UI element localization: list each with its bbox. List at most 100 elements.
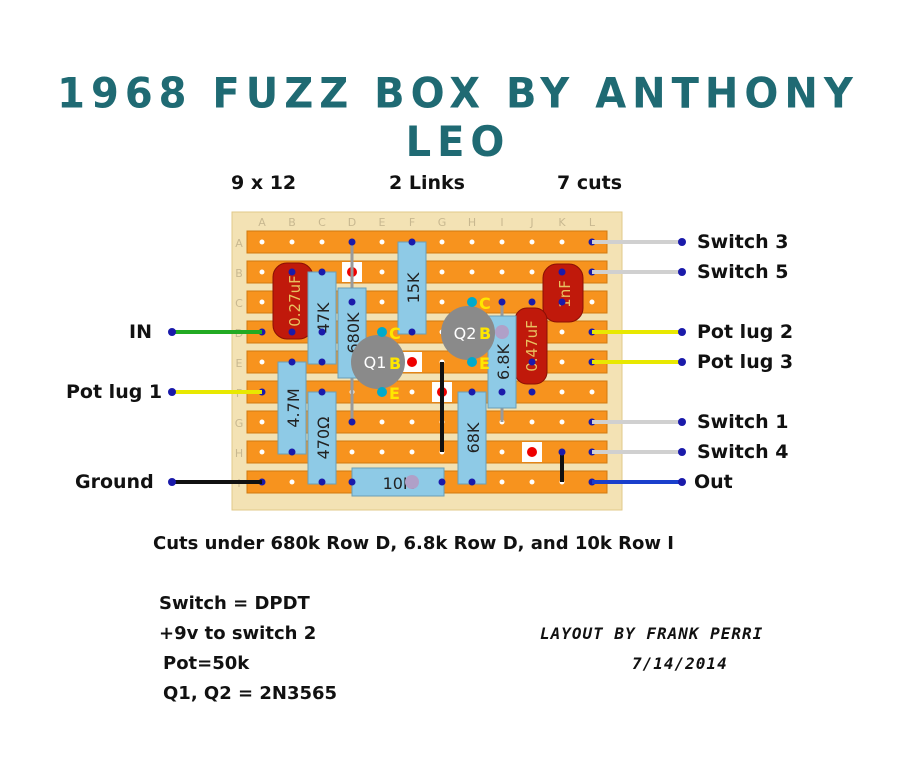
resistor-470ohm-label: 470Ω: [314, 417, 333, 460]
label-out: Out: [694, 471, 733, 493]
capacitor-1nf: [542, 263, 584, 323]
strip-hole: [379, 299, 385, 305]
connection-dot: [498, 298, 506, 306]
layout-credit: LAYOUT BY FRANK PERRI: [540, 624, 764, 643]
connection-dot: [528, 298, 536, 306]
connection-dot: [528, 388, 536, 396]
strip-hole: [529, 269, 535, 275]
row-label: E: [236, 357, 243, 370]
hole-marker: [405, 475, 419, 489]
connection-dot: [558, 298, 566, 306]
strip-hole: [439, 299, 445, 305]
row-label: C: [235, 297, 243, 310]
connection-dot: [468, 388, 476, 396]
strip-hole: [409, 449, 415, 455]
copper-strip: [246, 290, 608, 314]
label-switch-1: Switch 1: [697, 411, 789, 433]
col-label: C: [318, 216, 326, 229]
track-cuts: [342, 262, 542, 462]
connection-dot: [318, 358, 326, 366]
strip-hole: [379, 419, 385, 425]
connection-dot: [318, 328, 326, 336]
strip-hole: [559, 419, 565, 425]
col-label: L: [589, 216, 596, 229]
strip-hole: [559, 389, 565, 395]
connection-dot: [468, 478, 476, 486]
cuts-count-label: 7 cuts: [557, 172, 623, 194]
label-in: IN: [129, 321, 152, 343]
connection-dot: [318, 388, 326, 396]
power-note: +9v to switch 2: [159, 623, 317, 644]
strip-hole: [529, 419, 535, 425]
connection-dot: [288, 268, 296, 276]
connection-dot: [558, 448, 566, 456]
copper-strip: [246, 230, 608, 254]
label-pot-lug-2: Pot lug 2: [697, 321, 794, 343]
strip-hole: [289, 239, 295, 245]
strip-hole: [409, 389, 415, 395]
resistor-4.7m-label: 4.7M: [284, 388, 303, 427]
strip-hole: [259, 269, 265, 275]
col-label: G: [438, 216, 447, 229]
col-label: A: [258, 216, 266, 229]
switch-note: Switch = DPDT: [159, 593, 310, 614]
resistor-10k: [351, 467, 445, 497]
strip-hole: [469, 239, 475, 245]
strip-hole: [259, 239, 265, 245]
strip-hole: [319, 239, 325, 245]
strip-hole: [559, 329, 565, 335]
strip-hole: [379, 269, 385, 275]
strip-hole: [469, 269, 475, 275]
resistor-680k-label: 680K: [344, 312, 363, 354]
strip-hole: [589, 389, 595, 395]
connection-dot: [558, 268, 566, 276]
resistor-6.8k-label: 6.8K: [494, 344, 513, 380]
connection-dot: [348, 418, 356, 426]
connection-dot: [498, 388, 506, 396]
track-cut-marker: [407, 357, 417, 367]
strip-hole: [379, 239, 385, 245]
col-label: I: [500, 216, 503, 229]
col-label: E: [379, 216, 386, 229]
q1-base-pin: B: [389, 354, 401, 373]
cuts-note: Cuts under 680k Row D, 6.8k Row D, and 1…: [153, 533, 674, 554]
strip-hole: [529, 239, 535, 245]
transistor-q2: [441, 306, 495, 360]
col-label: K: [558, 216, 566, 229]
q2-base-pin: B: [479, 324, 491, 343]
q2-collector-pin: C: [479, 294, 491, 313]
col-label: J: [529, 216, 533, 229]
capacitor-0.27uf-label: 0.27uF: [286, 275, 304, 327]
q1-collector-pin: C: [389, 324, 401, 343]
label-pot-lug-1: Pot lug 1: [66, 381, 163, 403]
connection-dot: [288, 328, 296, 336]
connection-dot: [348, 238, 356, 246]
row-label: A: [235, 237, 243, 250]
resistor-68k-label: 68K: [464, 422, 483, 453]
strip-hole: [559, 359, 565, 365]
strip-hole: [259, 449, 265, 455]
q2-emitter-pin: E: [479, 354, 490, 373]
hole-marker: [495, 325, 509, 339]
connection-dot: [438, 478, 446, 486]
strip-hole: [589, 299, 595, 305]
label-ground: Ground: [75, 471, 154, 493]
col-label: D: [348, 216, 356, 229]
strip-hole: [349, 449, 355, 455]
row-label: G: [235, 417, 244, 430]
col-label: F: [409, 216, 415, 229]
layout-date: 7/14/2014: [632, 654, 728, 673]
connection-dot: [408, 328, 416, 336]
transistor-q1-label: Q1: [364, 353, 387, 372]
transistor-q1: [351, 335, 405, 389]
resistor-470ohm: [307, 391, 337, 485]
row-label: H: [235, 447, 243, 460]
links-count-label: 2 Links: [389, 172, 465, 194]
board-size-label: 9 x 12: [231, 172, 297, 194]
track-cut-marker: [527, 447, 537, 457]
connection-dot: [348, 478, 356, 486]
row-label: B: [235, 267, 243, 280]
connection-dot: [288, 358, 296, 366]
capacitor-0.47uf-label: 0.47uF: [523, 320, 541, 372]
